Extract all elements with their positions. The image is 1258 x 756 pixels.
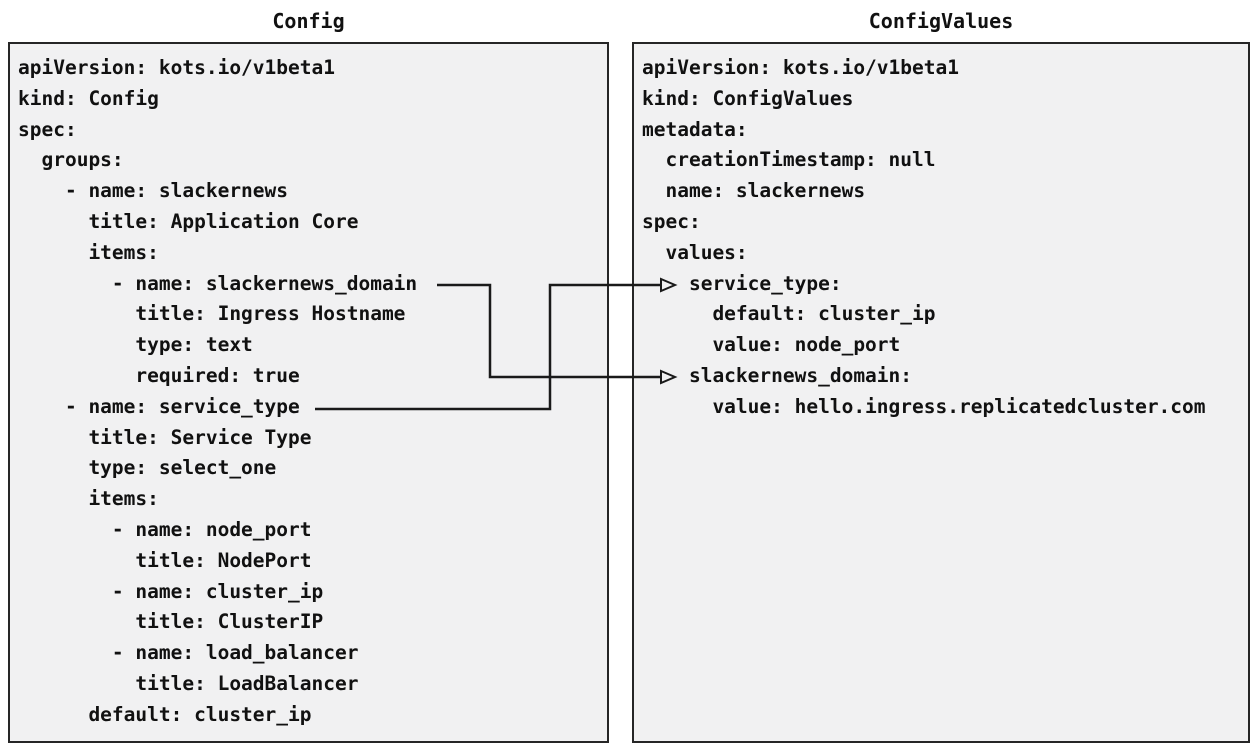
configvalues-panel-title: ConfigValues (868, 9, 1014, 33)
config-yaml-box: apiVersion: kots.io/v1beta1 kind: Config… (8, 42, 609, 743)
config-yaml-code: apiVersion: kots.io/v1beta1 kind: Config… (18, 56, 418, 726)
configvalues-yaml-code: apiVersion: kots.io/v1beta1 kind: Config… (642, 56, 1206, 418)
config-panel-title: Config (272, 9, 345, 33)
configvalues-yaml-box: apiVersion: kots.io/v1beta1 kind: Config… (632, 42, 1250, 743)
